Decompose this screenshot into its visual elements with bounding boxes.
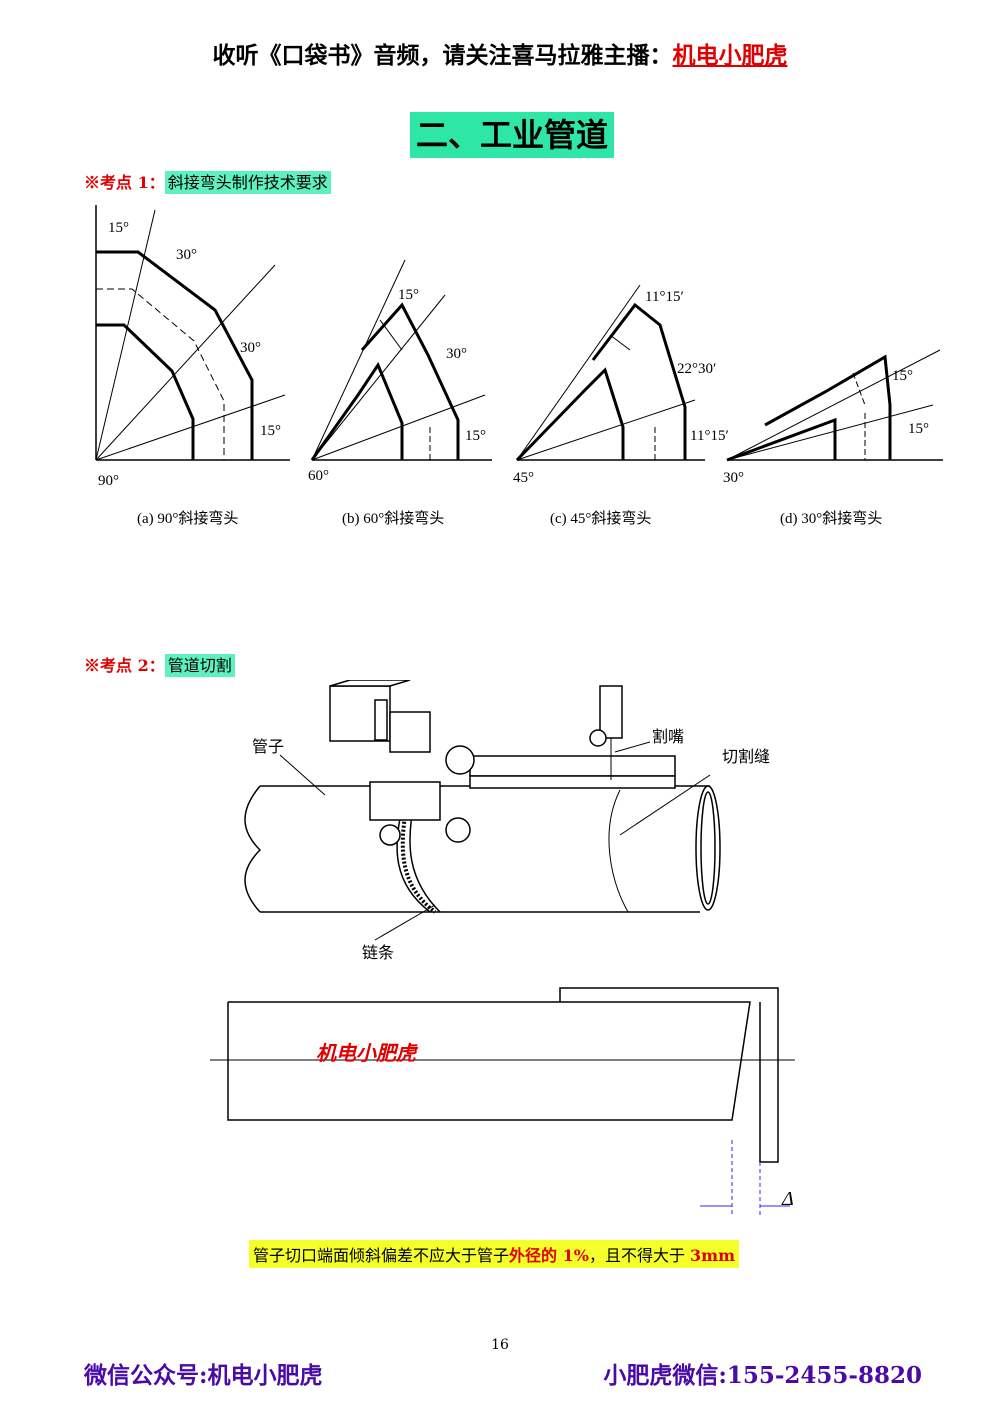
header-prefix: 收听《口袋书》音频，请关注喜马拉雅主播： bbox=[212, 42, 673, 69]
elbow-d-angle-2: 15° bbox=[908, 421, 929, 437]
elbow-a-origin: 90° bbox=[98, 473, 119, 489]
elbow-c-angle-2: 22°30′ bbox=[677, 361, 716, 377]
cut-tolerance-note: 管子切口端面倾斜偏差不应大于管子外径的 1%，且不得大于 3mm bbox=[249, 1240, 740, 1268]
label-torch: 割嘴 bbox=[652, 728, 684, 746]
pipe-cutting-figure: 管子 割嘴 切割缝 链条 bbox=[244, 680, 770, 962]
elbow-b-angle-3: 15° bbox=[465, 428, 486, 444]
elbow-a-angle-3: 30° bbox=[240, 340, 261, 356]
elbow-c-angle-1: 11°15′ bbox=[645, 289, 684, 305]
elbow-diagram-45 bbox=[515, 284, 705, 462]
elbow-d-origin: 30° bbox=[723, 470, 744, 486]
elbow-a-angle-1: 15° bbox=[108, 220, 129, 236]
exam-point-2-marker: ※考点 2： bbox=[84, 656, 165, 675]
elbow-a-angle-4: 15° bbox=[260, 423, 281, 439]
elbow-a-angle-2: 30° bbox=[176, 247, 197, 263]
elbow-diagram-30 bbox=[726, 349, 943, 462]
elbow-diagram-60 bbox=[310, 259, 492, 461]
footer-wechat-account: 微信公众号:机电小肥虎 bbox=[84, 1362, 323, 1389]
header-brand-link[interactable]: 机电小肥虎 bbox=[672, 42, 788, 69]
miter-elbow-figure: 15° 30° 30° 15° 90° (a) 90°斜接弯头 15° 30° … bbox=[95, 205, 943, 527]
exam-point-2-text: 管道切割 bbox=[164, 654, 235, 677]
exam-point-2: ※考点 2：管道切割 bbox=[84, 652, 235, 677]
label-delta: Δ bbox=[781, 1188, 794, 1210]
note-part-2: 外径的 1% bbox=[509, 1246, 589, 1265]
watermark-brand: 机电小肥虎 bbox=[316, 1042, 419, 1065]
cut-deviation-figure: 机电小肥虎 Δ bbox=[210, 987, 795, 1215]
page-header: 收听《口袋书》音频，请关注喜马拉雅主播：机电小肥虎 bbox=[0, 36, 1000, 70]
section-title: 二、工业管道 bbox=[410, 112, 615, 158]
exam-point-1-marker: ※考点 1： bbox=[84, 173, 165, 192]
label-pipe: 管子 bbox=[252, 738, 284, 756]
note-part-1: 管子切口端面倾斜偏差不应大于管子 bbox=[253, 1246, 510, 1265]
note-part-3: ，且不得大于 bbox=[588, 1246, 691, 1265]
elbow-c-origin: 45° bbox=[513, 470, 534, 486]
exam-point-1-text: 斜接弯头制作技术要求 bbox=[164, 171, 331, 194]
elbow-b-angle-1: 15° bbox=[398, 287, 419, 303]
elbow-b-angle-2: 30° bbox=[446, 346, 467, 362]
elbow-a-caption: (a) 90°斜接弯头 bbox=[137, 510, 238, 527]
elbow-d-angle-1: 15° bbox=[892, 368, 913, 384]
elbow-b-origin: 60° bbox=[308, 468, 329, 484]
note-part-4: 3mm bbox=[690, 1246, 736, 1265]
elbow-d-caption: (d) 30°斜接弯头 bbox=[780, 510, 882, 527]
label-kerf: 切割缝 bbox=[722, 748, 770, 766]
elbow-c-caption: (c) 45°斜接弯头 bbox=[550, 510, 651, 527]
elbow-b-caption: (b) 60°斜接弯头 bbox=[342, 510, 444, 527]
exam-point-1: ※考点 1：斜接弯头制作技术要求 bbox=[84, 169, 331, 194]
elbow-c-angle-3: 11°15′ bbox=[690, 428, 729, 444]
label-chain: 链条 bbox=[362, 944, 394, 962]
elbow-diagram-90 bbox=[95, 205, 290, 461]
footer-wechat-contact: 小肥虎微信:155-2455-8820 bbox=[603, 1362, 922, 1389]
page-number: 16 bbox=[491, 1337, 509, 1353]
